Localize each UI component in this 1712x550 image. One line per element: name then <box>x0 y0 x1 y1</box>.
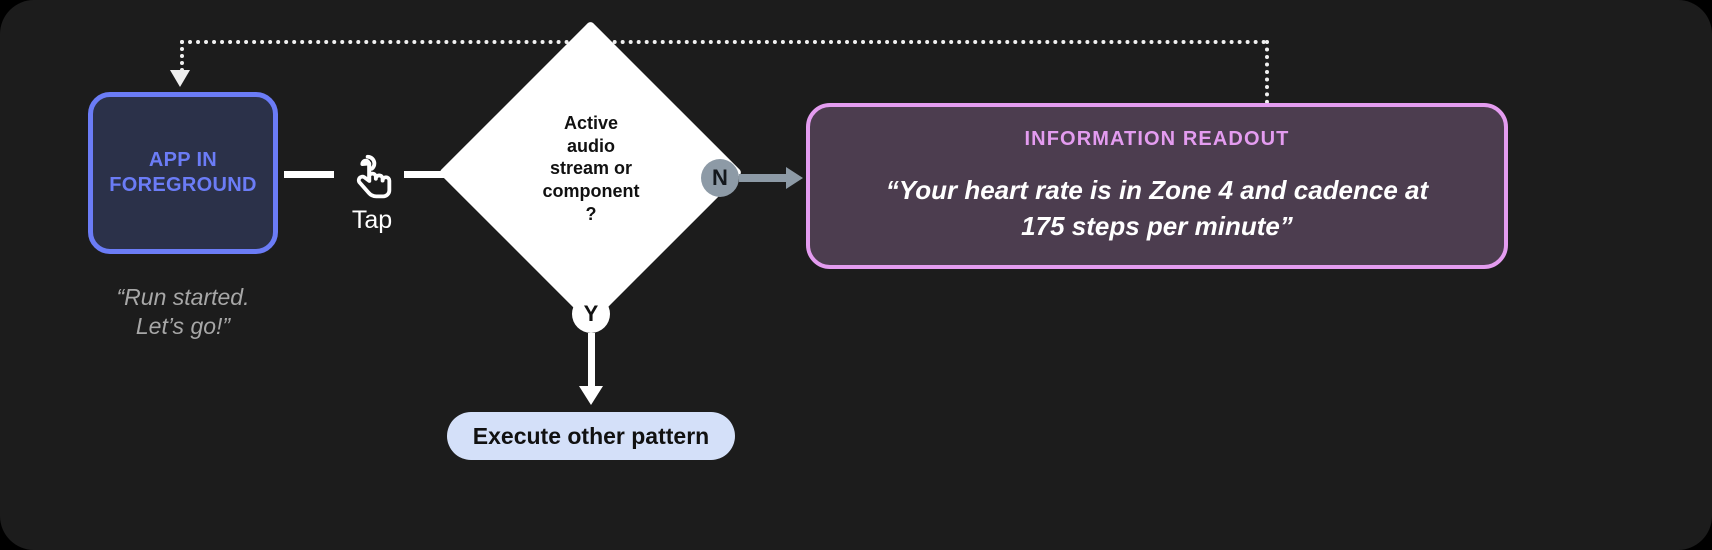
decision-line4: component <box>542 181 640 202</box>
node-app-caption-line1: “Run started. <box>116 284 250 310</box>
feedback-loop-arrowhead <box>170 70 190 87</box>
readout-body-line2: 175 steps per minute” <box>1021 210 1293 241</box>
edge-app-to-tap-line <box>284 171 334 178</box>
tap-label: Tap <box>351 206 393 234</box>
node-app-label-line2: FOREGROUND <box>109 174 257 196</box>
feedback-loop-segment-top <box>180 40 1267 44</box>
decision-line2: audio <box>567 135 615 156</box>
readout-body-line1: “Your heart rate is in Zone 4 and cadenc… <box>885 175 1429 206</box>
node-app-in-foreground[interactable]: APP IN FOREGROUND <box>88 92 278 254</box>
node-decision-label: Active audio stream or component ? <box>500 112 682 225</box>
tap-icon <box>356 154 392 199</box>
node-execute-other-pattern[interactable]: Execute other pattern <box>447 412 735 460</box>
readout-body: “Your heart rate is in Zone 4 and cadenc… <box>886 173 1428 243</box>
edge-decision-to-yes-line <box>588 282 595 302</box>
feedback-loop-segment-left <box>180 40 184 72</box>
readout-title: INFORMATION READOUT <box>1024 128 1290 151</box>
edge-yes-to-pattern-arrowhead <box>579 386 603 405</box>
decision-line1: Active <box>563 113 619 133</box>
node-information-readout[interactable]: INFORMATION READOUT “Your heart rate is … <box>806 103 1508 269</box>
node-app-label: APP IN FOREGROUND <box>109 148 256 198</box>
node-app-caption-line2: Let’s go!” <box>135 313 231 340</box>
decision-line5: ? <box>585 203 597 224</box>
edge-no-to-readout-arrowhead <box>786 167 803 189</box>
edge-no-to-readout-line <box>739 174 789 182</box>
badge-no: N <box>701 159 739 197</box>
feedback-loop-segment-right <box>1265 40 1269 104</box>
decision-line3: stream or <box>549 158 633 179</box>
node-app-caption: “Run started. Let’s go!” <box>70 283 296 342</box>
node-app-label-line1: APP IN <box>148 149 218 171</box>
badge-yes: Y <box>572 295 610 333</box>
node-execute-other-pattern-label: Execute other pattern <box>472 422 710 449</box>
edge-yes-to-pattern-line <box>588 333 595 388</box>
